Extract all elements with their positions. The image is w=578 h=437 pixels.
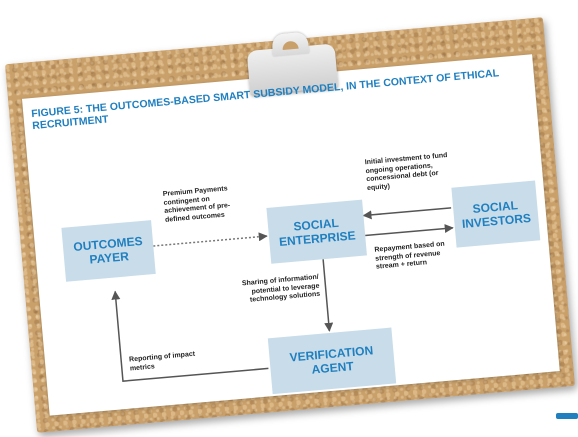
edge-enterprise-to-investors	[365, 224, 454, 237]
edge-enterprise-to-agent	[322, 259, 334, 332]
node-social-enterprise: SOCIAL ENTERPRISE	[266, 199, 367, 264]
edge-investors-to-enterprise	[362, 207, 452, 220]
diagram-sheet: FIGURE 5: THE OUTCOMES-BASED SMART SUBSI…	[21, 31, 560, 416]
node-verification-agent: VERIFICATION AGENT	[267, 327, 397, 395]
node-social-investors: SOCIAL INVESTORS	[451, 180, 541, 248]
accent-bar	[556, 413, 578, 419]
edge-payer-to-enterprise	[153, 232, 268, 247]
cork-clipboard: FIGURE 5: THE OUTCOMES-BASED SMART SUBSI…	[4, 17, 576, 433]
node-outcomes-payer: OUTCOMES PAYER	[61, 220, 156, 282]
diagram-connectors	[111, 207, 454, 382]
edge-agent-to-payer	[111, 290, 269, 382]
